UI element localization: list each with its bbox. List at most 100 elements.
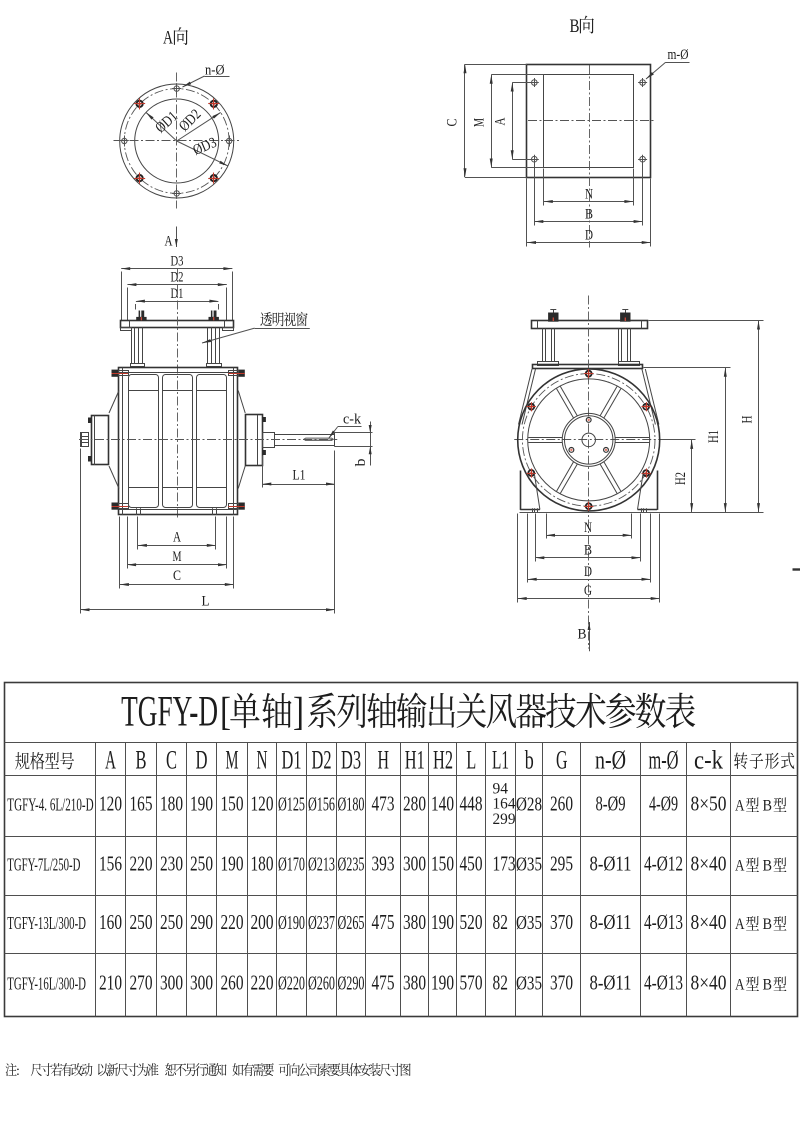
svg-text:b: b xyxy=(525,746,534,775)
svg-text:m-Ø: m-Ø xyxy=(668,47,689,63)
svg-text:180: 180 xyxy=(160,792,183,816)
svg-text:230: 230 xyxy=(160,852,183,876)
svg-text:N: N xyxy=(585,187,593,203)
svg-text:A: A xyxy=(165,234,173,250)
svg-text:B: B xyxy=(136,746,147,775)
svg-text:A: A xyxy=(493,117,509,125)
svg-text:]: ] xyxy=(293,689,304,734)
svg-text:393: 393 xyxy=(372,852,395,876)
svg-text:c-k: c-k xyxy=(694,746,723,775)
svg-text:475: 475 xyxy=(372,971,395,995)
svg-text:D: D xyxy=(196,746,208,775)
svg-text:D2: D2 xyxy=(171,270,184,286)
svg-text:260: 260 xyxy=(550,792,573,816)
svg-text:C: C xyxy=(445,119,461,127)
svg-text:H: H xyxy=(740,415,756,423)
svg-text:H2: H2 xyxy=(433,746,453,775)
svg-text:150: 150 xyxy=(221,792,244,816)
svg-text:C: C xyxy=(173,568,181,584)
svg-text:200: 200 xyxy=(251,910,274,934)
svg-text:M: M xyxy=(472,118,488,127)
svg-text:A: A xyxy=(735,916,745,933)
svg-text:n-Ø: n-Ø xyxy=(205,63,225,79)
svg-text:A: A xyxy=(735,977,745,994)
svg-text:300: 300 xyxy=(403,852,426,876)
svg-text:165: 165 xyxy=(130,792,153,816)
svg-text:Ø260: Ø260 xyxy=(308,974,335,995)
svg-text:280: 280 xyxy=(403,792,426,816)
svg-text:473: 473 xyxy=(372,792,395,816)
svg-text:190: 190 xyxy=(431,971,454,995)
svg-text:120: 120 xyxy=(251,792,274,816)
svg-text:M: M xyxy=(173,549,182,565)
svg-text:B: B xyxy=(585,207,593,223)
svg-text:164: 164 xyxy=(493,796,516,813)
svg-text:8×40: 8×40 xyxy=(691,852,727,876)
svg-text:N: N xyxy=(584,520,592,536)
svg-text:H: H xyxy=(378,746,390,775)
svg-text:B: B xyxy=(570,16,580,37)
svg-text:TGFY-13L/300-D: TGFY-13L/300-D xyxy=(7,913,86,933)
svg-text:A: A xyxy=(105,746,116,775)
svg-text:Ø35: Ø35 xyxy=(516,913,542,934)
svg-text:TGFY-7L/250-D: TGFY-7L/250-D xyxy=(7,855,80,875)
svg-text:4-Ø12: 4-Ø12 xyxy=(644,852,683,876)
svg-text:140: 140 xyxy=(431,792,454,816)
svg-text:156: 156 xyxy=(99,852,122,876)
svg-text:82: 82 xyxy=(493,910,508,934)
svg-text:370: 370 xyxy=(550,910,573,934)
svg-text:299: 299 xyxy=(493,811,516,828)
svg-text:150: 150 xyxy=(431,852,454,876)
svg-text:380: 380 xyxy=(403,971,426,995)
svg-text:Ø180: Ø180 xyxy=(338,795,365,816)
svg-text:8-Ø9: 8-Ø9 xyxy=(596,792,626,816)
svg-text:D3: D3 xyxy=(171,254,184,270)
svg-text:250: 250 xyxy=(160,910,183,934)
svg-text:448: 448 xyxy=(460,792,483,816)
svg-text:H1: H1 xyxy=(405,746,425,775)
svg-text:220: 220 xyxy=(221,910,244,934)
svg-text:300: 300 xyxy=(160,971,183,995)
svg-text:H1: H1 xyxy=(706,430,722,443)
svg-text:8×40: 8×40 xyxy=(691,910,727,934)
svg-text:B: B xyxy=(763,798,773,815)
svg-text:380: 380 xyxy=(403,910,426,934)
svg-text:180: 180 xyxy=(251,852,274,876)
svg-text:Ø265: Ø265 xyxy=(338,913,365,934)
svg-text:Ø28: Ø28 xyxy=(516,795,542,816)
svg-text:D: D xyxy=(584,564,592,580)
svg-text:570: 570 xyxy=(460,971,483,995)
svg-text:TGFY-16L/300-D: TGFY-16L/300-D xyxy=(7,974,86,994)
svg-text:D2: D2 xyxy=(312,746,332,775)
svg-text:220: 220 xyxy=(130,852,153,876)
svg-text:G: G xyxy=(556,746,568,775)
svg-text:270: 270 xyxy=(130,971,153,995)
svg-text::: : xyxy=(16,1064,20,1079)
svg-text:94: 94 xyxy=(493,781,509,798)
svg-text:173: 173 xyxy=(493,852,516,876)
svg-text:300: 300 xyxy=(190,971,213,995)
svg-text:B: B xyxy=(763,916,773,933)
svg-text:220: 220 xyxy=(251,971,274,995)
svg-text:295: 295 xyxy=(550,852,573,876)
svg-text:B: B xyxy=(584,543,592,559)
svg-text:B: B xyxy=(763,977,773,994)
svg-text:A: A xyxy=(735,798,745,815)
svg-text:4-Ø13: 4-Ø13 xyxy=(644,971,683,995)
svg-text:190: 190 xyxy=(431,910,454,934)
svg-text:Ø190: Ø190 xyxy=(278,913,305,934)
svg-text:A: A xyxy=(735,858,745,875)
svg-text:TGFY-4. 6L/210-D: TGFY-4. 6L/210-D xyxy=(7,795,93,815)
svg-text:D1: D1 xyxy=(171,286,184,302)
svg-text:250: 250 xyxy=(190,852,213,876)
svg-text:D1: D1 xyxy=(282,746,302,775)
svg-text:Ø156: Ø156 xyxy=(308,795,335,816)
svg-text:160: 160 xyxy=(99,910,122,934)
svg-text:D3: D3 xyxy=(341,746,361,775)
svg-text:M: M xyxy=(226,746,239,775)
svg-text:L: L xyxy=(466,746,476,775)
svg-text:250: 250 xyxy=(130,910,153,934)
svg-text:m-Ø: m-Ø xyxy=(649,746,679,775)
svg-text:n-Ø: n-Ø xyxy=(595,746,626,775)
svg-text:A: A xyxy=(173,530,181,546)
